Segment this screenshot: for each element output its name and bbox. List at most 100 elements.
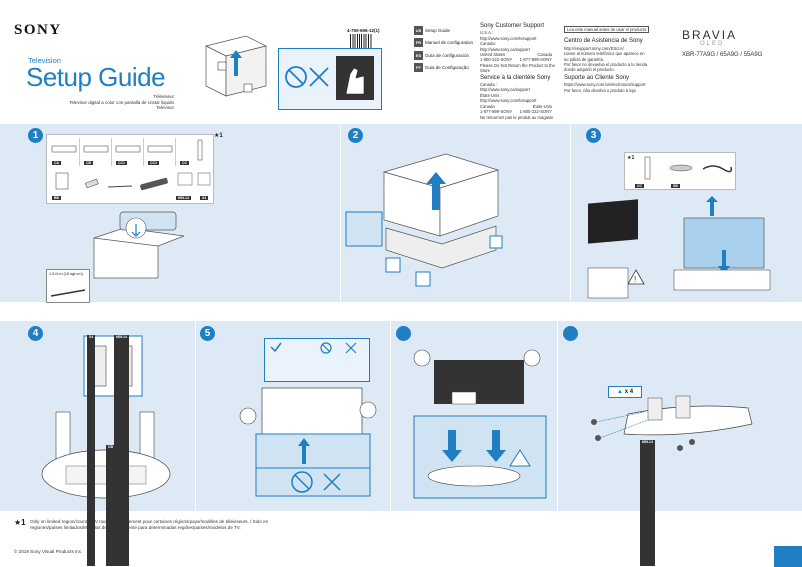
part-item: CA [48,138,80,166]
step-5-badge: 5 [200,326,215,341]
part-number: 4-750-696-12(1) [347,28,380,33]
parts-row-1: CA CB CC1 CC2 CC [46,134,214,169]
support-line: Por favor no devuelva el producto a la t… [564,62,648,68]
support-line: su póliza de garantía. [564,56,605,62]
model-numbers: XBR-77A9G / 65A9G / 55A9G [682,52,763,58]
lang-label: Guia de Configuração [425,65,469,70]
product-type: Television [28,56,61,65]
part-item: M5L14 [176,171,196,201]
parts-list [46,134,214,204]
step3-parts: ★1 CC SB [624,152,736,190]
subtitle-es: Televisor digital a color con pantalla d… [69,99,174,105]
part-item: S4 [196,171,214,201]
part-tag: CC [180,161,190,165]
contact-phone: 1-877-899-SONY [519,57,552,63]
part-item: CC2 [144,138,176,166]
screwdriver-icon [50,289,86,297]
lang-label: Setup Guide [425,27,451,33]
part-tag: M5L14 [640,440,655,566]
support-es-pt: Lea este manual antes de usar el product… [564,26,664,93]
part-item: CB [80,138,112,166]
step7-illustration [591,395,753,451]
footnote: Only on limited region/country/TV model.… [30,519,269,530]
panel-divider [195,321,196,511]
panel-divider [340,124,341,302]
support-link[interactable]: http://www.sony.com/tvsupport [480,98,537,104]
torque-value: 1.5 N·m {15 kgf·cm} [49,272,83,276]
support-pt-heading: Suporte ao Cliente Sony [564,74,630,81]
support-link[interactable]: http://esupport.sony.com/ES/LA/ [564,45,624,51]
lang-code: ES [414,50,423,60]
support-link[interactable]: https://www.sony.com.br/electronics/supp… [564,82,646,88]
cable-icon [107,185,133,188]
step-7-badge [563,326,578,341]
part-tag: CB [84,161,94,165]
panel-divider [570,124,571,302]
contact-phone: 1-877-899-SONY [480,109,513,115]
screw-count: x 4 [624,389,634,395]
read-manual-notice: Lea este manual antes de usar el product… [564,26,650,34]
step3-illustration: ! [587,196,771,299]
support-link[interactable]: http://www.sony.ca/support [480,87,530,93]
lang-label: Manuel de configuration [425,40,474,45]
unbox-illustration [204,35,268,97]
support-line: États-Unis : [480,92,502,98]
part-item: CC1 [112,138,144,166]
check-icon [270,342,282,353]
part-tag: CB [106,445,116,566]
step5-illustration [239,387,377,497]
support-es-heading: Centro de Asistencia de Sony [564,38,643,45]
contact-phone: 1-800-222-SONY [480,57,513,63]
lang-label: Guía de configuración [425,52,470,58]
contact-country: États-Unis [532,103,552,109]
subtitle: Téléviseur Televisor digital a color con… [60,94,174,111]
part-cc-icon [644,156,651,180]
step2-illustration [345,153,503,287]
part-item: BB [48,171,78,201]
support-line: donde adquirió el producto. [564,67,615,73]
part-tag: CC [635,184,645,188]
support-notice: Please Do Not Return the Product to the … [480,62,555,74]
page-title: Setup Guide [26,62,166,92]
technology-label: OLED [700,41,725,47]
prohibited-icon [285,66,329,88]
contact-phone: 1-800-222-SONY [519,109,552,115]
footnote-marker: ★1 [214,133,223,139]
part-tag: CC1 [116,161,128,165]
step6-illustration [413,349,547,499]
part-tag: M5L14 [176,196,191,200]
support-line: U.S.A.: [480,30,494,36]
support-line: Canada: [480,41,496,47]
footnote-marker: ★1 [627,155,635,161]
support-line: Por favor, não devolva o produto à loja [564,87,636,93]
contact-row: 1-877-899-SONY 1-800-222-SONY [480,109,552,114]
arrow-up-icon: ▲ [616,389,623,395]
step-6-badge [396,326,411,341]
support-en-heading: Sony Customer Support [480,23,545,29]
support-link[interactable]: http://www.sony.ca/support [480,46,530,52]
contact-country: Canada [537,52,552,58]
panel-divider [557,321,558,511]
support-link[interactable]: http://www.sony.com/tvsupport [480,35,537,41]
step1-illustration [93,211,185,279]
cable-icon [702,165,733,173]
step-1-badge: 1 [28,128,43,143]
panel-divider [390,321,391,511]
correct-vs-wrong-callout [264,338,370,382]
svg-text:!: ! [634,275,636,284]
step-2-badge: 2 [348,128,363,143]
copyright: © 2019 Sony Visual Products Inc. [14,549,83,554]
part-tag: CC2 [148,161,160,165]
step-4-badge: 4 [28,326,43,341]
parts-row-2: BB M5L14 S4 [46,169,214,204]
subtitle-fr: Téléviseur [153,94,174,99]
part-tag: BB [52,196,62,200]
part-tag: M5L14 [114,335,129,566]
prohibited-icon [320,342,357,354]
